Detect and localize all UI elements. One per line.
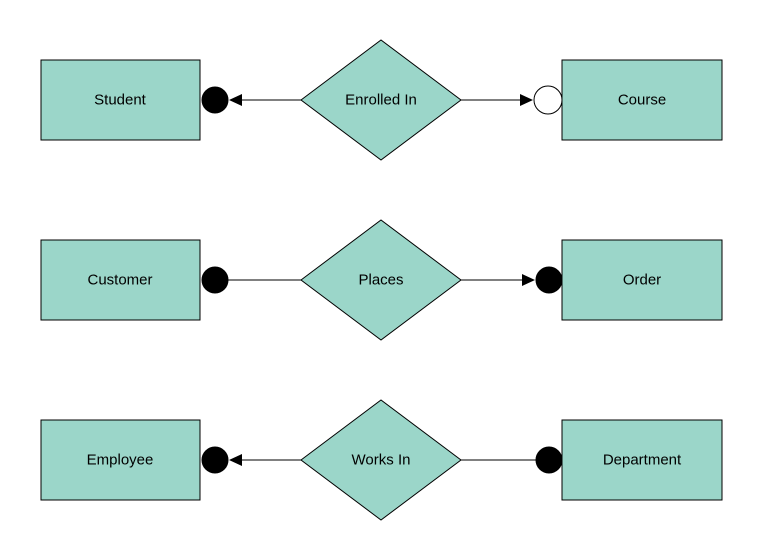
relationship-label-works-in: Works In xyxy=(352,452,411,469)
entity-label-order: Order xyxy=(623,272,661,289)
arrowhead-left-icon xyxy=(229,94,242,106)
relationship-label-enrolled-in: Enrolled In xyxy=(345,92,417,109)
cardinality-dot-filled-right xyxy=(535,446,563,474)
cardinality-dot-filled-right xyxy=(535,266,563,294)
arrowhead-left-icon xyxy=(229,454,242,466)
entity-box-order xyxy=(561,239,723,321)
entity-label-student: Student xyxy=(94,92,147,109)
cardinality-dot-filled-left xyxy=(201,446,229,474)
entity-box-customer xyxy=(40,239,201,321)
entity-box-employee xyxy=(40,419,201,501)
cardinality-dot-open-right xyxy=(533,85,563,115)
cardinality-dot-filled-left xyxy=(201,266,229,294)
arrowhead-right-icon xyxy=(522,274,535,286)
entity-box-student xyxy=(40,59,201,141)
entity-box-course xyxy=(561,59,723,141)
relationship-row-employee-department: Employee Works In Department xyxy=(40,399,723,521)
relationship-row-customer-order: Customer Places Order xyxy=(40,219,723,341)
cardinality-dot-filled-left xyxy=(201,86,229,114)
entity-label-employee: Employee xyxy=(87,452,154,469)
entity-label-customer: Customer xyxy=(87,272,152,289)
arrowhead-right-icon xyxy=(520,94,533,106)
entity-box-department xyxy=(561,419,723,501)
entity-label-department: Department xyxy=(603,452,682,469)
relationship-row-student-course: Student Enrolled In Course xyxy=(40,39,723,161)
entity-label-course: Course xyxy=(618,92,666,109)
relationship-label-places: Places xyxy=(358,272,403,289)
